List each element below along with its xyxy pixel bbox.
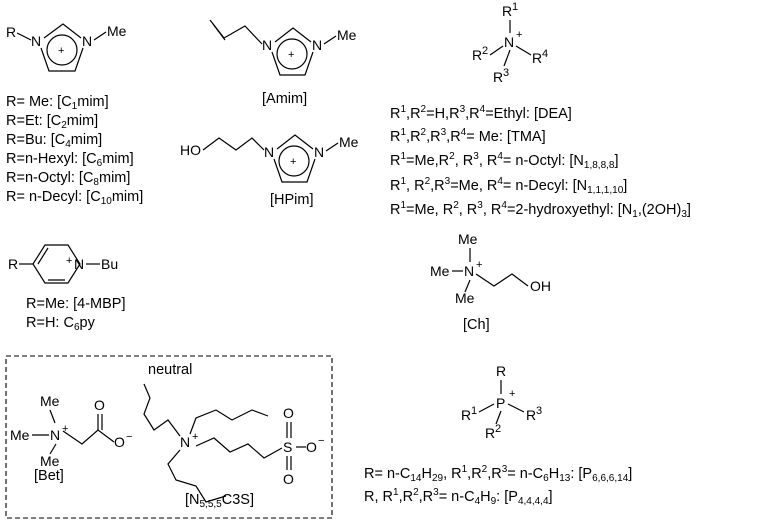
- n555c3s-structure: N + S O O O −: [143, 383, 324, 503]
- charge-minus: −: [318, 435, 324, 447]
- atom-me-top: Me: [40, 393, 60, 409]
- legend-line-4mbp: R=Me: [4-MBP]: [26, 296, 126, 312]
- atom-n3: N: [314, 144, 324, 160]
- phosphonium-structure: R P + R 1 R 3 R 2: [461, 363, 542, 441]
- svg-text:1: 1: [471, 405, 477, 417]
- hpim-label: [HPim]: [270, 192, 314, 208]
- legend-line-c1mim: R= Me: [C1mim]: [6, 94, 109, 112]
- atom-p: P: [496, 395, 505, 411]
- n555c3s-label: [N5,5,5C3S]: [185, 492, 254, 510]
- legend-line-n1888: R1=Me,R2, R3, R4= n-Octyl: [N1,8,8,8]: [390, 151, 619, 171]
- atom-n: N: [180, 434, 190, 450]
- legend-line-dea: R1,R2=H,R3,R4=Ethyl: [DEA]: [390, 104, 572, 123]
- charge-plus: +: [290, 156, 296, 168]
- atom-r: R: [496, 363, 506, 379]
- atom-r2: R: [485, 425, 495, 441]
- amim-label: [Amim]: [262, 91, 308, 107]
- legend-line-c4mim: R=Bu: [C4mim]: [6, 132, 103, 150]
- atom-r2: R: [472, 47, 482, 63]
- atom-me-left: Me: [10, 427, 30, 443]
- charge-plus: +: [476, 259, 482, 271]
- legend-line-n1-2oh3: R1=Me, R2, R3, R4=2-hydroxyethyl: [N1,(2…: [390, 200, 691, 220]
- legend-line-p666-14: R= n-C14H29, R1,R2,R3= n-C6H13: [P6,6,6,…: [364, 464, 633, 484]
- atom-me: Me: [107, 23, 127, 39]
- ammonium-structure: R 1 N + R 2 R 3 R 4: [472, 1, 548, 85]
- legend-line-c6py: R=H: C6py: [26, 315, 95, 333]
- atom-n: N: [50, 427, 60, 443]
- atom-r: R: [8, 256, 18, 272]
- atom-r: R: [6, 24, 16, 40]
- atom-me-bottom: Me: [40, 453, 60, 469]
- charge-plus: +: [192, 431, 198, 443]
- atom-r3: R: [493, 69, 503, 85]
- atom-bu: Bu: [101, 256, 118, 272]
- legend-line-c2mim: R=Et: [C2mim]: [6, 113, 99, 131]
- atom-o-bottom: O: [283, 471, 294, 487]
- neutral-label: neutral: [148, 362, 193, 378]
- legend-line-tma: R1,R2,R3,R4= Me: [TMA]: [390, 127, 546, 146]
- choline-structure: Me Me N + Me OH: [430, 231, 551, 306]
- atom-n: N: [504, 34, 514, 50]
- atom-r3: R: [526, 407, 536, 423]
- charge-plus: +: [288, 49, 294, 61]
- charge-plus: +: [509, 388, 515, 400]
- charge-plus: +: [58, 45, 64, 57]
- charge-plus: +: [62, 423, 68, 435]
- atom-o-minus: O: [114, 434, 125, 450]
- atom-n: N: [464, 263, 474, 279]
- legend-line-c8mim: R=n-Octyl: [C8mim]: [6, 170, 131, 188]
- atom-n1: N: [31, 33, 41, 49]
- svg-text:1: 1: [512, 1, 518, 13]
- hpim-structure: HO N N + Me: [180, 134, 359, 183]
- legend-line-c10mim: R= n-Decyl: [C10mim]: [6, 189, 144, 207]
- svg-text:4: 4: [542, 48, 548, 60]
- atom-oh: OH: [530, 278, 551, 294]
- charge-minus: −: [126, 431, 132, 443]
- bet-label: [Bet]: [34, 468, 64, 484]
- neutral-box: [5, 355, 333, 519]
- atom-r4: R: [532, 50, 542, 66]
- legend-line-p4444: R, R1,R2,R3= n-C4H9: [P4,4,4,4]: [364, 487, 553, 507]
- atom-o-top: O: [283, 405, 294, 421]
- atom-r1: R: [461, 407, 471, 423]
- charge-plus: +: [66, 255, 72, 267]
- atom-o-minus: O: [306, 439, 317, 455]
- atom-me-left: Me: [430, 263, 450, 279]
- atom-n1: N: [264, 144, 274, 160]
- legend-line-n11110: R1, R2,R3=Me, R4= n-Decyl: [N1,1,1,10]: [390, 176, 628, 196]
- ch-label: [Ch]: [463, 317, 490, 333]
- atom-me: Me: [339, 134, 359, 150]
- atom-r1: R: [502, 3, 512, 19]
- legend-line-c6mim: R=n-Hexyl: [C6mim]: [6, 151, 134, 169]
- atom-o-carbonyl: O: [94, 397, 105, 413]
- imidazolium-structure: R N N + Me: [6, 23, 127, 72]
- atom-s: S: [283, 439, 292, 455]
- svg-text:3: 3: [503, 67, 509, 79]
- atom-me: Me: [337, 27, 357, 43]
- charge-plus: +: [516, 29, 522, 41]
- atom-n3: N: [312, 37, 322, 53]
- svg-text:3: 3: [536, 405, 542, 417]
- atom-n3: N: [82, 33, 92, 49]
- atom-me-bottom: Me: [455, 290, 475, 306]
- pyridinium-structure: R N + Bu: [8, 244, 118, 284]
- atom-me-top: Me: [458, 231, 478, 247]
- atom-ho: HO: [180, 142, 201, 158]
- amim-structure: N N + Me: [209, 19, 357, 76]
- atom-n: N: [74, 256, 84, 272]
- atom-n1: N: [262, 37, 272, 53]
- svg-text:2: 2: [482, 45, 488, 57]
- svg-text:2: 2: [495, 423, 501, 435]
- betaine-structure: Me Me N + Me O O −: [10, 393, 132, 469]
